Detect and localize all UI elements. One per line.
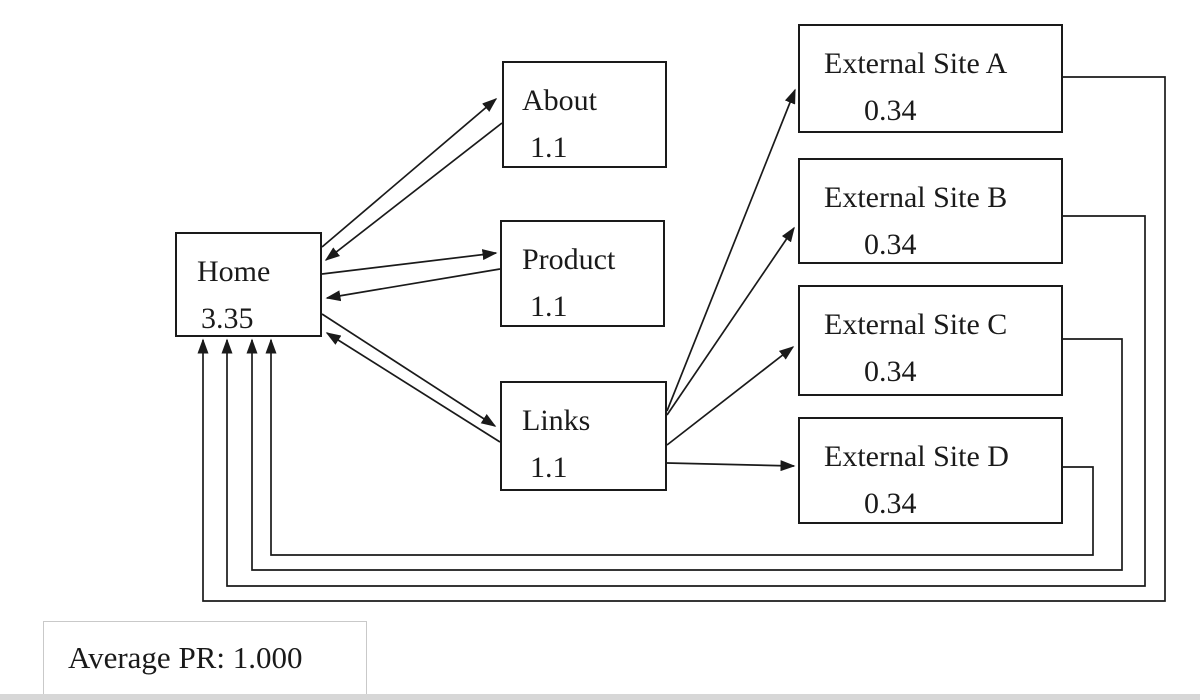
bottom-edge-divider (0, 694, 1200, 700)
node-home-value: 3.35 (201, 302, 254, 335)
edge-links-to-ext-a (666, 88, 796, 412)
edge-links-to-ext-c (666, 346, 795, 446)
node-ext-b: External Site B 0.34 (798, 158, 1063, 264)
edge-ext-c-to-home (246, 338, 1123, 571)
node-ext-d-label: External Site D (824, 440, 1009, 473)
node-links: Links 1.1 (500, 381, 667, 491)
node-ext-c-value: 0.34 (864, 355, 917, 388)
node-ext-a-label: External Site A (824, 47, 1008, 80)
node-product-label: Product (522, 243, 616, 276)
edge-home-to-links (321, 313, 497, 427)
node-ext-b-label: External Site B (824, 181, 1008, 214)
edge-ext-a-to-home (197, 76, 1166, 602)
edge-links-to-ext-d (666, 460, 796, 472)
edge-home-to-product (321, 249, 498, 275)
node-ext-d-value: 0.34 (864, 487, 917, 520)
node-links-value: 1.1 (530, 451, 568, 484)
node-home: Home 3.35 (175, 232, 322, 337)
node-about-value: 1.1 (530, 131, 568, 164)
node-about-label: About (522, 84, 597, 117)
node-links-label: Links (522, 404, 591, 437)
node-product-value: 1.1 (530, 290, 568, 323)
edge-ext-d-to-home (265, 338, 1094, 556)
node-ext-a-value: 0.34 (864, 94, 917, 127)
node-ext-c-label: External Site C (824, 308, 1008, 341)
edge-links-to-ext-b (666, 226, 795, 416)
edge-about-to-home (324, 122, 503, 261)
node-ext-b-value: 0.34 (864, 228, 917, 261)
node-ext-a: External Site A 0.34 (798, 24, 1063, 133)
node-ext-d: External Site D 0.34 (798, 417, 1063, 524)
node-product: Product 1.1 (500, 220, 665, 327)
node-ext-c: External Site C 0.34 (798, 285, 1063, 396)
average-pr-label: Average PR: 1.000 (68, 640, 303, 675)
edge-ext-b-to-home (221, 215, 1146, 587)
edge-product-to-home (325, 268, 501, 302)
edge-home-to-about (321, 98, 498, 248)
average-pr-box: Average PR: 1.000 (43, 621, 367, 694)
node-about: About 1.1 (502, 61, 667, 168)
edge-links-to-home (325, 332, 501, 443)
node-home-label: Home (197, 255, 271, 288)
